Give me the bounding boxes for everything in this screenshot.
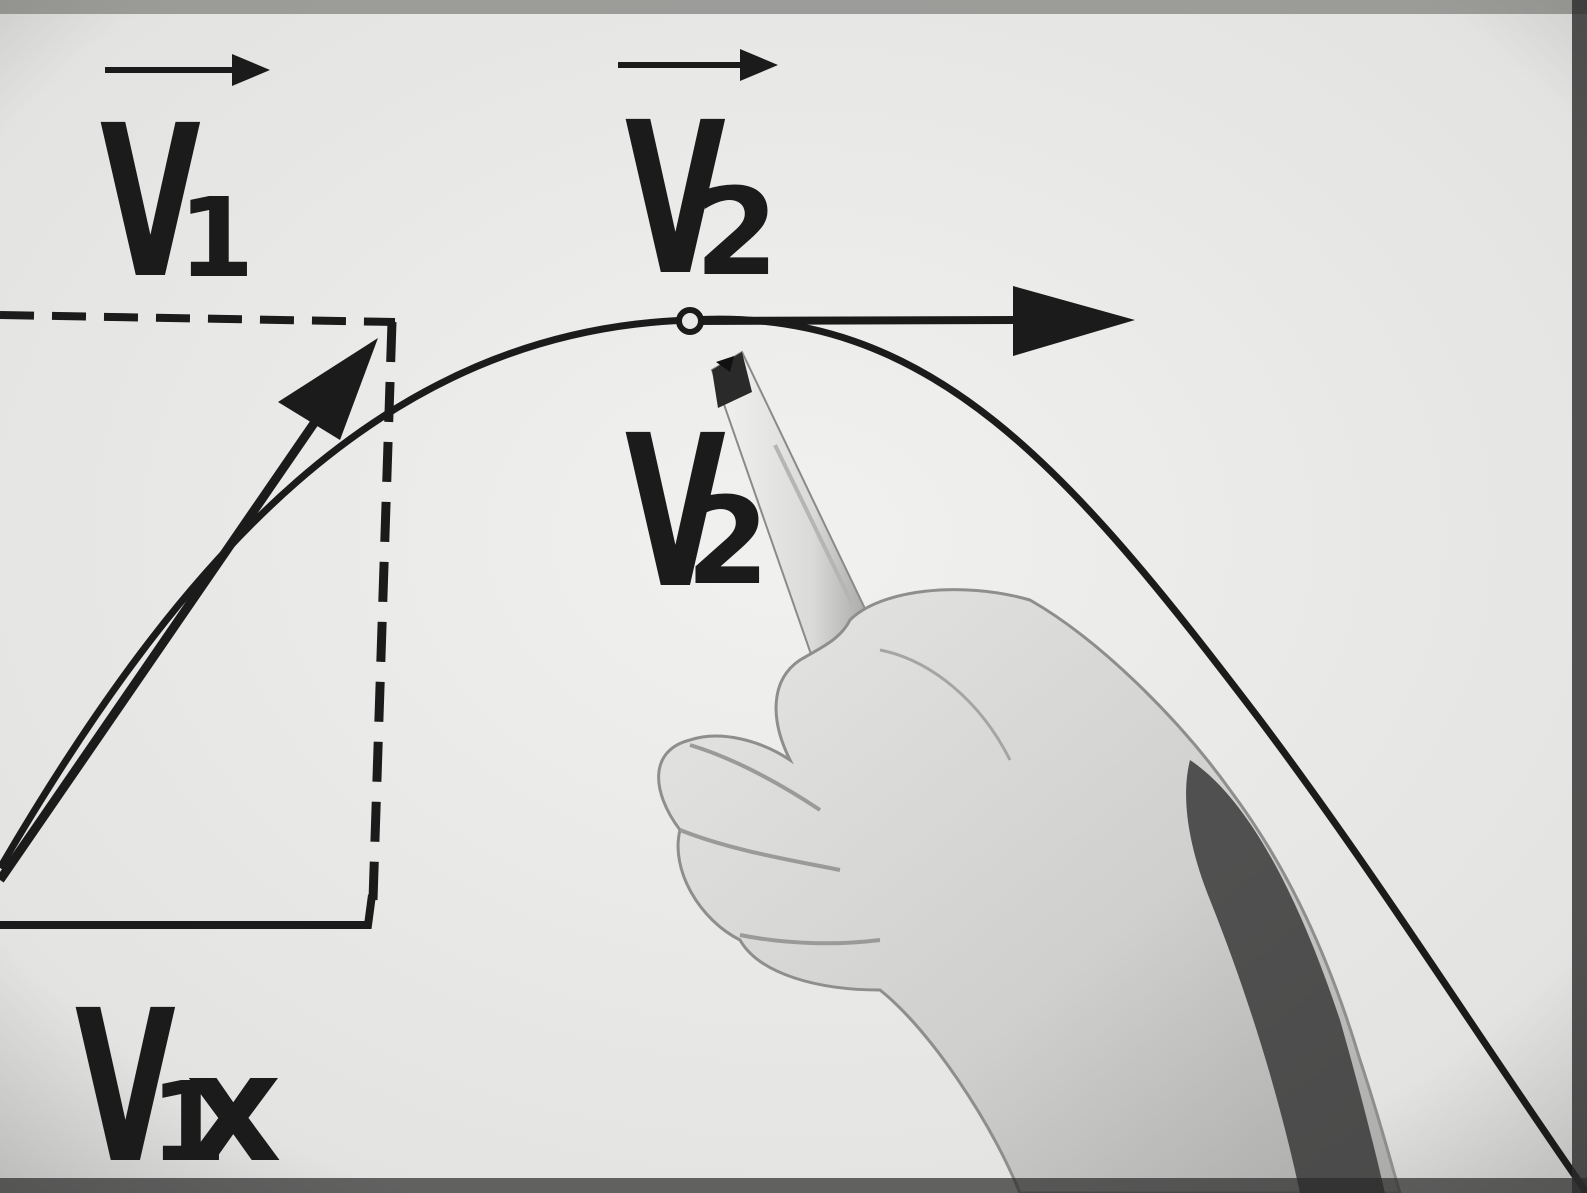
pencil-pointer (710, 350, 882, 682)
vignette-right (1572, 0, 1587, 1193)
label-v1-subscript: 1 (178, 174, 255, 302)
trajectory-curve (0, 315, 1587, 1193)
hand (657, 588, 1402, 1193)
label-v2-top: V (625, 78, 726, 322)
label-v1x-subscript: 1 (150, 1058, 227, 1186)
label-v2-bottom: V (625, 391, 726, 635)
v1x-component-line (0, 894, 376, 929)
vector-arrow-v1 (105, 54, 270, 86)
label-v1: V (100, 81, 201, 325)
label-v1x: V (75, 966, 176, 1193)
dashed-line-vertical (368, 321, 397, 901)
vector-arrow-v2 (618, 49, 778, 81)
vignette-top (0, 0, 1587, 14)
v2-velocity-arrow (689, 286, 1135, 356)
apex-point (676, 307, 704, 335)
vignette-bottom (0, 1178, 1587, 1193)
label-v2-top-subscript: 2 (695, 164, 779, 303)
v1-velocity-arrow (0, 338, 378, 883)
label-v1x-suffix: x (185, 1022, 282, 1193)
dashed-line-horizontal (0, 311, 396, 326)
